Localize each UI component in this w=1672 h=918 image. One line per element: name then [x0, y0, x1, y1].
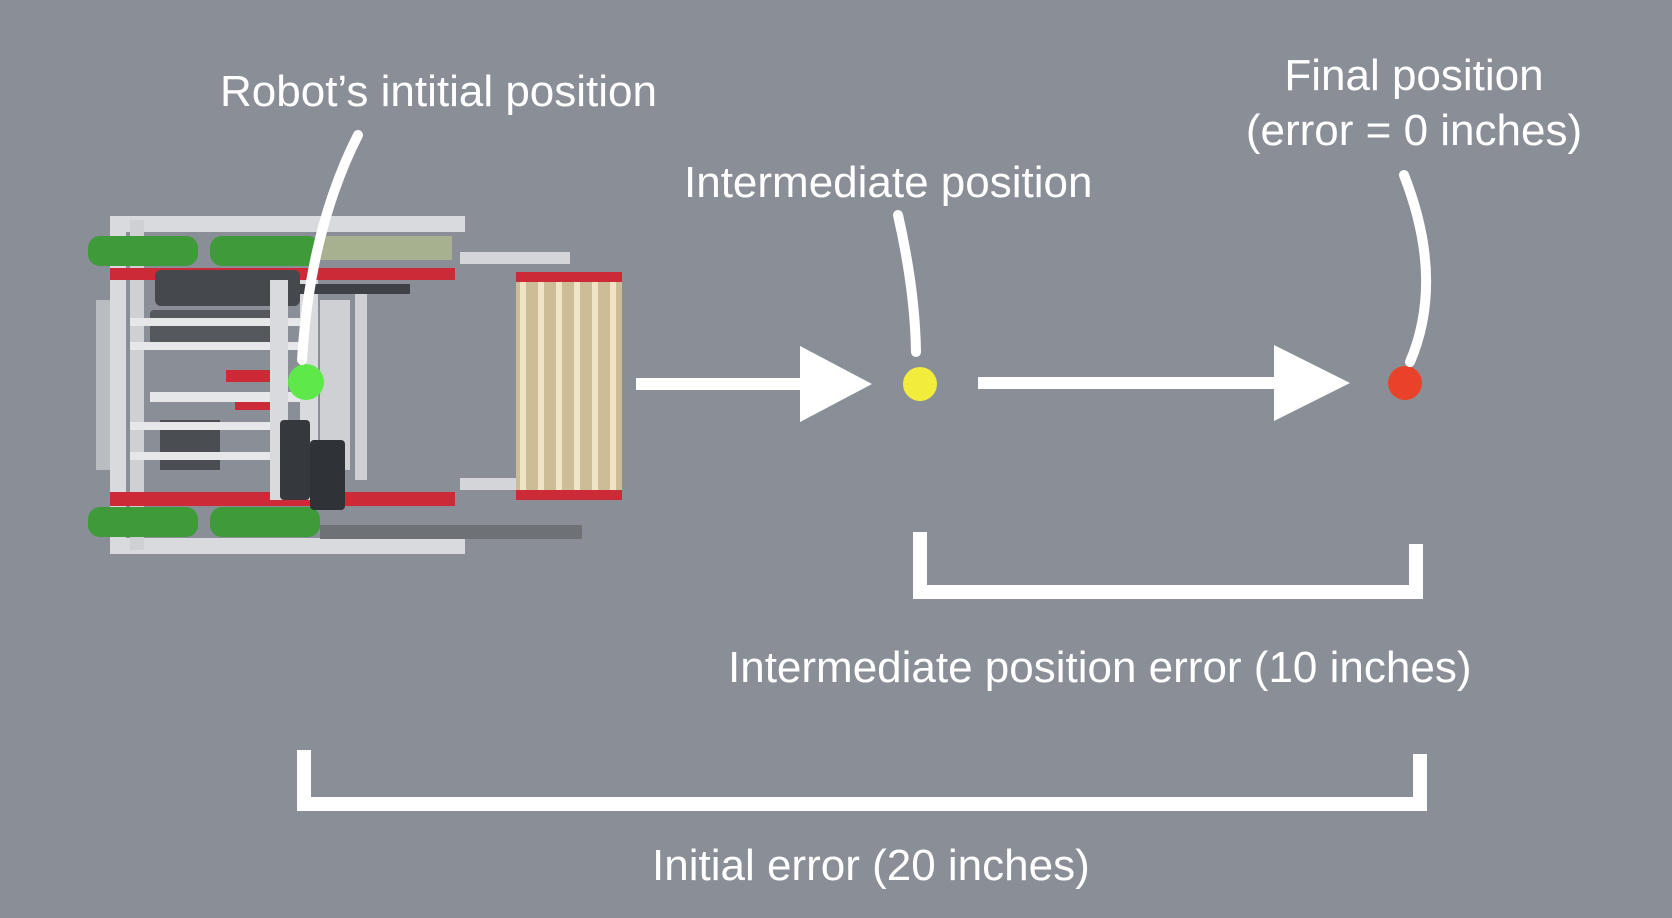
final-position-leader-line — [1399, 170, 1432, 367]
final-position-marker — [1388, 366, 1422, 400]
initial-error-label: Initial error (20 inches) — [652, 841, 1090, 890]
final-position-label: Final position (error = 0 inches) — [1214, 48, 1614, 158]
intermediate-position-leader-line — [893, 210, 921, 357]
initial-error-bracket — [297, 750, 1427, 811]
initial-position-marker — [288, 364, 324, 400]
intermediate-position-label: Intermediate position — [684, 158, 1093, 207]
intermediate-error-bracket — [913, 532, 1423, 599]
intermediate-position-marker — [903, 367, 937, 401]
robot-top-view — [88, 216, 622, 554]
initial-position-leader-line — [297, 130, 363, 365]
arrow-to-intermediate — [636, 346, 872, 422]
initial-position-label: Robot’s intitial position — [220, 67, 657, 116]
intermediate-error-label: Intermediate position error (10 inches) — [728, 643, 1472, 692]
final-position-label-line1: Final position — [1284, 51, 1544, 100]
final-position-label-line2: (error = 0 inches) — [1245, 106, 1583, 155]
arrow-to-final — [978, 345, 1350, 421]
